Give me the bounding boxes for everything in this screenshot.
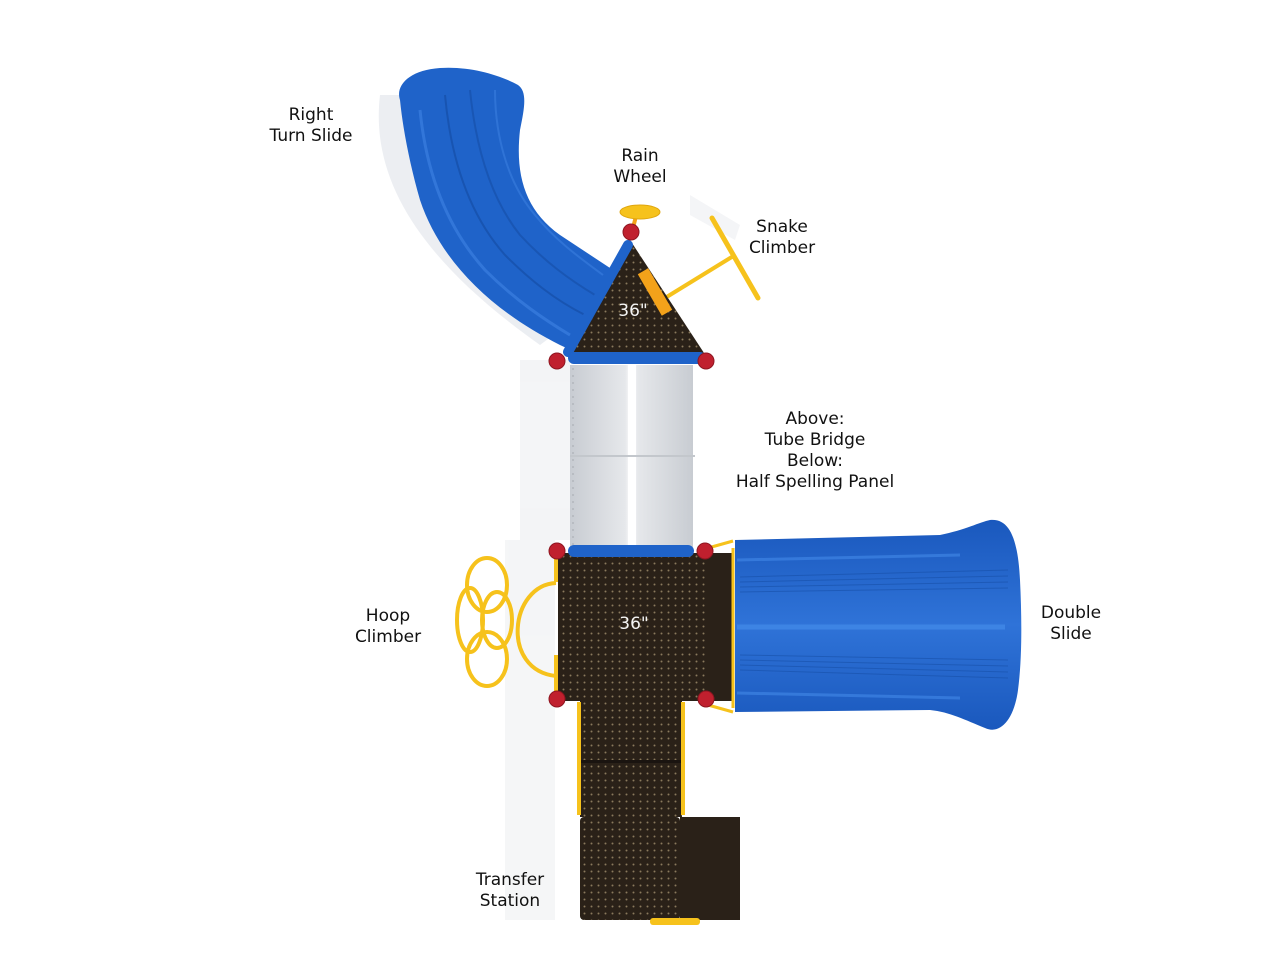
- label-line: Below:: [787, 451, 843, 471]
- triangle-deck-height: 36": [618, 301, 648, 321]
- label-line: Right: [288, 105, 334, 125]
- label-line: Half Spelling Panel: [735, 472, 895, 492]
- label-snake-climber: Snake Climber: [737, 217, 827, 259]
- label-line: Transfer: [475, 870, 545, 890]
- label-line: Wheel: [613, 167, 667, 187]
- tube-bridge: [570, 365, 695, 547]
- transfer-station: [577, 701, 740, 925]
- label-transfer-station: Transfer Station: [460, 870, 560, 912]
- label-line: Snake: [756, 217, 808, 237]
- label-hoop-climber: Hoop Climber: [343, 606, 433, 648]
- rain-wheel: [619, 204, 661, 233]
- label-line: Double: [1040, 603, 1102, 623]
- label-line: Above:: [785, 409, 845, 429]
- post-caps: [548, 223, 715, 708]
- label-line: Station: [479, 891, 541, 911]
- double-slide: [735, 519, 1022, 730]
- label-line: Slide: [1050, 624, 1092, 644]
- label-line: Turn Slide: [269, 126, 353, 146]
- right-turn-slide: [399, 67, 610, 353]
- label-tube-bridge: Above: Tube Bridge Below: Half Spelling …: [720, 409, 910, 493]
- label-line: Tube Bridge: [764, 430, 866, 450]
- label-line: Climber: [748, 238, 816, 258]
- label-line: Hoop: [365, 606, 411, 626]
- label-line: Rain: [621, 146, 659, 166]
- square-deck-height: 36": [619, 614, 649, 634]
- label-line: Climber: [354, 627, 422, 647]
- label-rain-wheel: Rain Wheel: [600, 146, 680, 188]
- label-double-slide: Double Slide: [1026, 603, 1116, 645]
- hoop-climber: [455, 556, 557, 688]
- square-deck: [554, 539, 735, 714]
- label-right-turn-slide: Right Turn Slide: [251, 105, 371, 147]
- triangle-deck: [563, 240, 706, 364]
